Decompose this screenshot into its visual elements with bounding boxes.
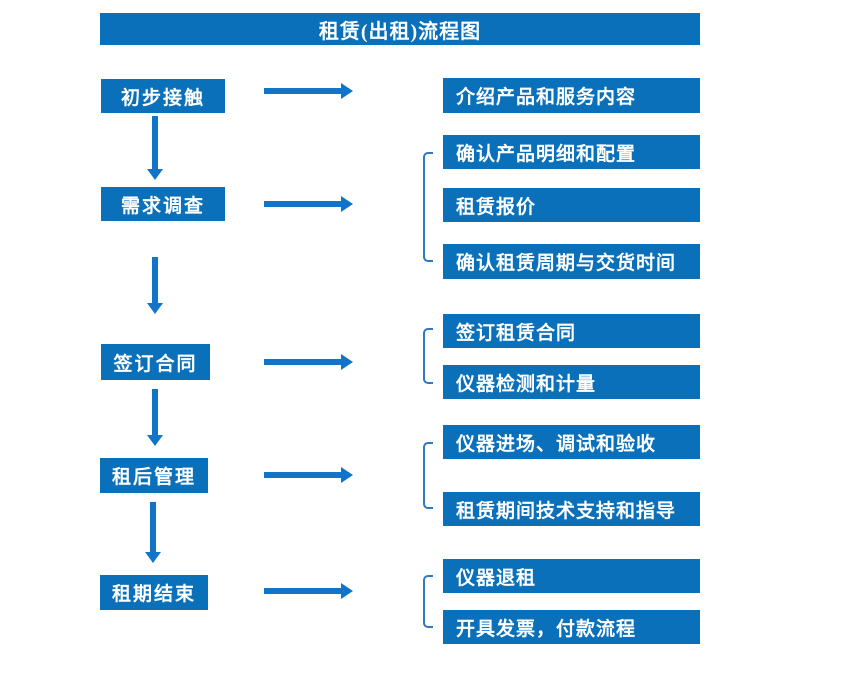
group-bracket [423, 442, 433, 509]
item-box-tech-support: 租赁期间技术支持和指导 [443, 492, 700, 526]
arrow-right-icon [264, 354, 353, 370]
step-box-rental-end: 租期结束 [100, 575, 208, 610]
item-box-instrument-testing: 仪器检测和计量 [443, 365, 700, 399]
group-bracket [423, 575, 433, 628]
item-box-invoice-payment: 开具发票，付款流程 [443, 610, 700, 644]
item-box-instrument-setup: 仪器进场、调试和验收 [443, 425, 700, 459]
arrow-down-icon [147, 116, 163, 180]
step-box-sign-contract: 签订合同 [101, 344, 210, 380]
arrow-right-icon [264, 83, 353, 99]
arrow-right-icon [264, 196, 353, 212]
item-box-rental-quote: 租赁报价 [443, 188, 700, 222]
item-box-confirm-rental-period: 确认租赁周期与交货时间 [443, 244, 700, 279]
group-bracket [423, 152, 433, 262]
item-box-confirm-product-details: 确认产品明细和配置 [443, 135, 700, 169]
step-box-post-rental-management: 租后管理 [100, 458, 208, 493]
item-box-introduce-products: 介绍产品和服务内容 [443, 78, 700, 113]
arrow-down-icon [147, 257, 163, 314]
step-box-initial-contact: 初步接触 [101, 79, 225, 113]
arrow-right-icon [264, 467, 353, 483]
item-box-sign-rental-contract: 签订租赁合同 [443, 314, 700, 348]
group-bracket [423, 328, 433, 384]
arrow-down-icon [145, 502, 161, 563]
flowchart-title: 租赁(出租)流程图 [100, 13, 700, 45]
arrow-right-icon [264, 583, 353, 599]
step-box-demand-survey: 需求调查 [101, 187, 225, 221]
item-box-instrument-return: 仪器退租 [443, 559, 700, 593]
arrow-down-icon [147, 389, 163, 446]
